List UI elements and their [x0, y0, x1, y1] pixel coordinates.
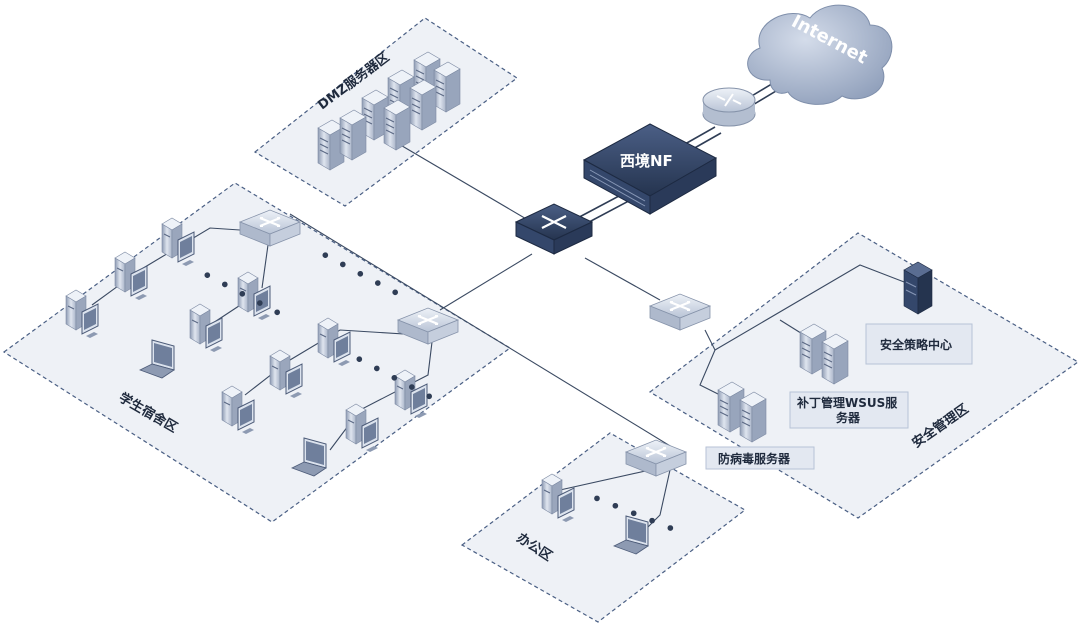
policy-center-tag	[865, 323, 973, 365]
internet-cloud: Internet	[747, 4, 893, 105]
server-icon	[409, 79, 437, 131]
core-switch-icon	[514, 203, 594, 255]
office-zone-area	[460, 432, 747, 623]
router-icon	[702, 87, 756, 127]
policy-center-label: 安全策略中心	[880, 337, 952, 352]
server-icon	[739, 391, 767, 443]
wsus-server-label-line2: 务器	[836, 410, 861, 425]
antivirus-server-label: 防病毒服务器	[718, 451, 791, 466]
firewall-nf-device: 西境NF	[582, 123, 718, 215]
server-icon	[339, 109, 367, 161]
policy-center-server-icon	[903, 261, 933, 315]
server-icon	[383, 99, 411, 151]
wsus-server-tag	[789, 391, 909, 429]
wsus-server-label-line1: 补丁管理WSUS服	[796, 395, 898, 410]
server-icon	[433, 61, 461, 113]
server-icon	[821, 333, 849, 385]
firewall-label: 西境NF	[620, 152, 673, 170]
antivirus-server-tag	[705, 446, 815, 470]
security-zone-area	[648, 232, 1080, 519]
